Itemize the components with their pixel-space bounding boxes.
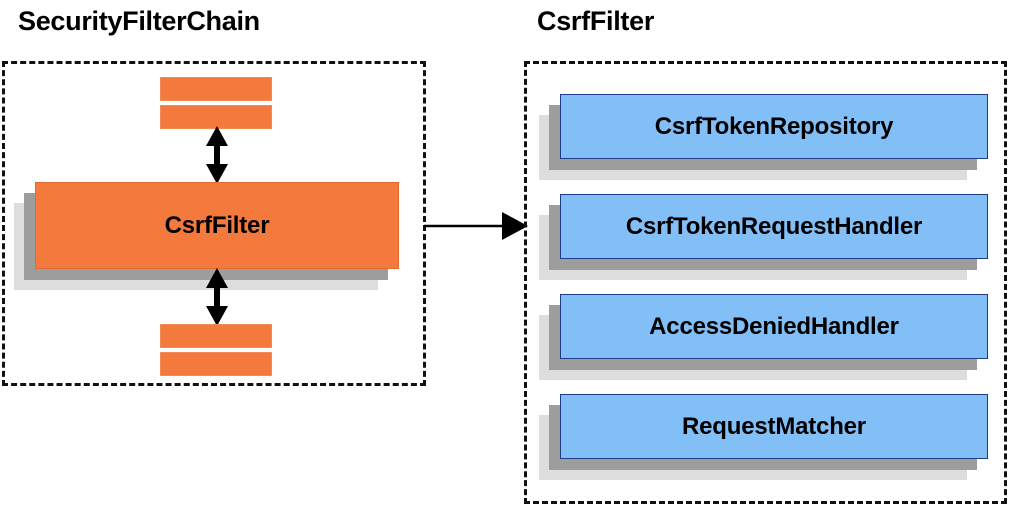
card-face: AccessDeniedHandler (560, 294, 988, 359)
panel-title-security-filter-chain: SecurityFilterChain (18, 6, 260, 36)
card-face: CsrfTokenRepository (560, 94, 988, 159)
card-label: RequestMatcher (682, 412, 866, 440)
card-face: RequestMatcher (560, 394, 988, 459)
card-label: AccessDeniedHandler (649, 312, 899, 340)
card-label: CsrfTokenRepository (654, 112, 894, 140)
filter-bar-above-1 (160, 77, 272, 101)
card-face: CsrfTokenRequestHandler (560, 194, 988, 259)
card-label: CsrfTokenRequestHandler (625, 212, 923, 240)
csrf-filter-collaborators-panel (524, 61, 1007, 504)
filter-bar-below-1 (160, 324, 272, 348)
double-arrow-above-icon (206, 126, 228, 184)
card-face: CsrfFilter (35, 182, 399, 269)
connector-arrow-icon (424, 212, 528, 240)
security-filter-chain-panel (2, 61, 426, 386)
filter-bar-below-2 (160, 352, 272, 376)
panel-title-csrf-filter: CsrfFilter (537, 6, 655, 36)
card-label: CsrfFilter (164, 211, 270, 239)
double-arrow-below-icon (206, 268, 228, 326)
